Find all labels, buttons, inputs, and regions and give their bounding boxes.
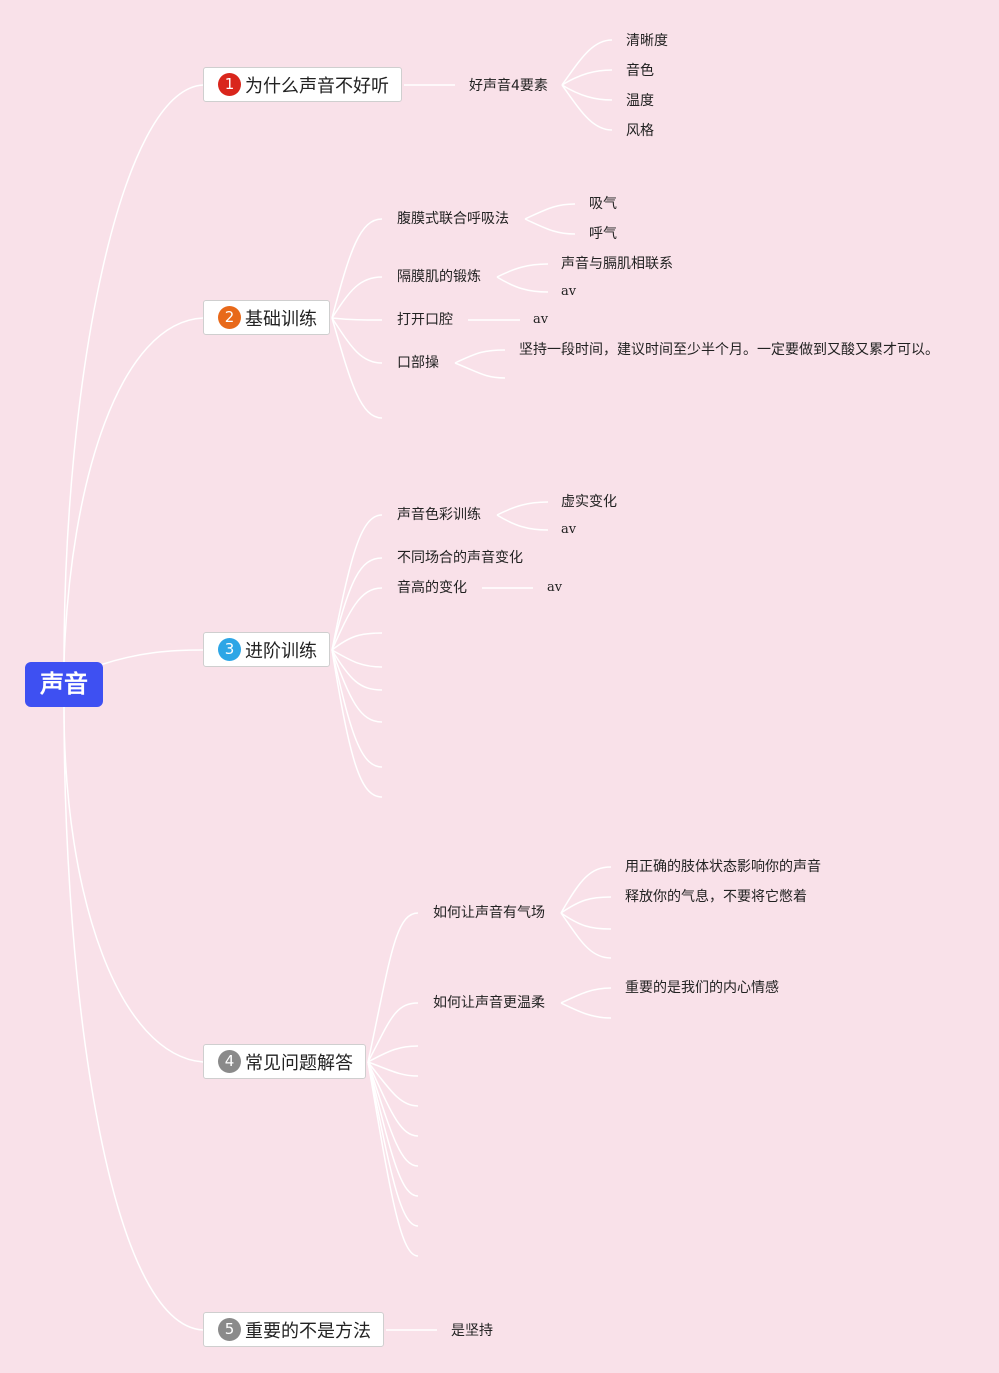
branch-label: 基础训练 [245, 308, 317, 330]
link-b3-e5 [331, 649, 383, 668]
branch-label: 重要的不是方法 [245, 1320, 371, 1342]
link-b3-i3 [331, 587, 383, 651]
link-b2-i1-c2 [524, 218, 576, 235]
link-b2-e5 [331, 317, 383, 419]
branch-3-node[interactable]: 3 进阶训练 [203, 632, 330, 667]
link-b1-e2 [561, 69, 613, 86]
link-b3-e7 [331, 649, 383, 723]
link-b4-e9 [367, 1061, 419, 1227]
topic-voice-presence[interactable]: 如何让声音有气场 [433, 905, 545, 921]
link-b3-i1-c1 [496, 501, 549, 516]
link-b4-e8 [367, 1061, 419, 1197]
topic-inhale[interactable]: 吸气 [589, 196, 617, 212]
branch-2-node[interactable]: 2 基础训练 [203, 300, 330, 335]
topic-exhale[interactable]: 呼气 [589, 226, 617, 242]
topic-pitch-change[interactable]: 音高的变化 [397, 580, 467, 596]
topic-diaphragm-exercise[interactable]: 隔膜肌的锻炼 [397, 269, 481, 285]
branch-number-badge: 1 [218, 73, 241, 96]
topic-breathing-method[interactable]: 腹膜式联合呼吸法 [397, 211, 509, 227]
link-b2-i4 [331, 317, 383, 364]
topic-voice-diaphragm-link[interactable]: 声音与膈肌相联系 [561, 256, 673, 272]
topic-av[interactable]: av [561, 284, 577, 299]
link-b4-i1 [367, 912, 419, 1063]
link-b1-e3 [561, 84, 613, 101]
topic-style[interactable]: 风格 [626, 123, 654, 139]
link-b4-e3 [367, 1045, 419, 1063]
topic-warmth[interactable]: 温度 [626, 93, 654, 109]
topic-av[interactable]: av [561, 522, 577, 537]
link-b4-e5 [367, 1061, 419, 1107]
link-b2-i2-c1 [496, 263, 549, 278]
link-b3-e8 [331, 649, 383, 768]
link-b4-i2-c1 [560, 987, 612, 1004]
link-b2-i4-c1 [454, 349, 506, 364]
topic-persistence-note[interactable]: 坚持一段时间，建议时间至少半个月。一定要做到又酸又累才可以。 [519, 342, 939, 358]
link-b3-i2 [331, 557, 383, 651]
branch-number-badge: 4 [218, 1050, 241, 1073]
link-b4-e7 [367, 1061, 419, 1167]
link-b3-e4 [331, 632, 383, 651]
topic-mouth-exercise[interactable]: 口部操 [397, 355, 439, 371]
topic-breathy-solid-change[interactable]: 虚实变化 [561, 494, 617, 510]
link-b3-e9 [331, 649, 383, 798]
link-b2-i1-c1 [524, 203, 576, 220]
link-b4-e4 [367, 1061, 419, 1077]
branch-label: 常见问题解答 [245, 1052, 353, 1074]
link-root-b5 [63, 706, 204, 1331]
link-b4-i1-e4 [560, 912, 612, 959]
topic-clarity[interactable]: 清晰度 [626, 33, 668, 49]
topic-gentle-voice[interactable]: 如何让声音更温柔 [433, 995, 545, 1011]
link-b2-i2 [331, 276, 383, 319]
branch-label: 进阶训练 [245, 640, 317, 662]
link-b4-e10 [367, 1061, 419, 1257]
topic-release-breath[interactable]: 释放你的气息，不要将它憋着 [625, 889, 807, 905]
branch-number-badge: 3 [218, 638, 241, 661]
branch-label: 为什么声音不好听 [245, 75, 389, 97]
topic-open-mouth[interactable]: 打开口腔 [397, 312, 453, 328]
link-b3-i1 [331, 514, 383, 651]
topic-av[interactable]: av [533, 312, 549, 327]
link-b4-i1-e3 [560, 912, 612, 930]
link-b3-e6 [331, 649, 383, 691]
topic-persistence[interactable]: 是坚持 [451, 1323, 493, 1339]
link-b2-i4-e1 [454, 362, 506, 379]
link-root-b4 [63, 706, 204, 1063]
branch-5-node[interactable]: 5 重要的不是方法 [203, 1312, 384, 1347]
link-b2-i1 [331, 218, 383, 319]
branch-1-node[interactable]: 1 为什么声音不好听 [203, 67, 402, 102]
link-root-b1 [63, 84, 204, 663]
link-b4-e6 [367, 1061, 419, 1137]
topic-inner-emotion[interactable]: 重要的是我们的内心情感 [625, 980, 779, 996]
link-b1-e4 [561, 84, 613, 131]
link-b4-i1-c2 [560, 896, 612, 914]
topic-voice-color-training[interactable]: 声音色彩训练 [397, 507, 481, 523]
link-b2-i2-c2 [496, 276, 549, 293]
topic-body-posture[interactable]: 用正确的肢体状态影响你的声音 [625, 859, 821, 875]
branch-number-badge: 5 [218, 1318, 241, 1341]
link-b4-i2-e2 [560, 1002, 612, 1019]
link-b3-i1-c2 [496, 514, 549, 531]
link-b2-i3 [331, 317, 383, 321]
link-b1-e1 [561, 39, 613, 86]
link-b4-i2 [367, 1002, 419, 1063]
branch-4-node[interactable]: 4 常见问题解答 [203, 1044, 366, 1079]
topic-av[interactable]: av [547, 580, 563, 595]
link-root-b2 [63, 317, 204, 663]
topic-occasion-voice-change[interactable]: 不同场合的声音变化 [397, 550, 523, 566]
link-b4-i1-c1 [560, 866, 612, 914]
topic-timbre[interactable]: 音色 [626, 63, 654, 79]
root-node[interactable]: 声音 [25, 662, 103, 707]
link-root-b3 [99, 649, 204, 666]
branch-number-badge: 2 [218, 306, 241, 329]
topic-good-voice-elements[interactable]: 好声音4要素 [469, 78, 548, 94]
